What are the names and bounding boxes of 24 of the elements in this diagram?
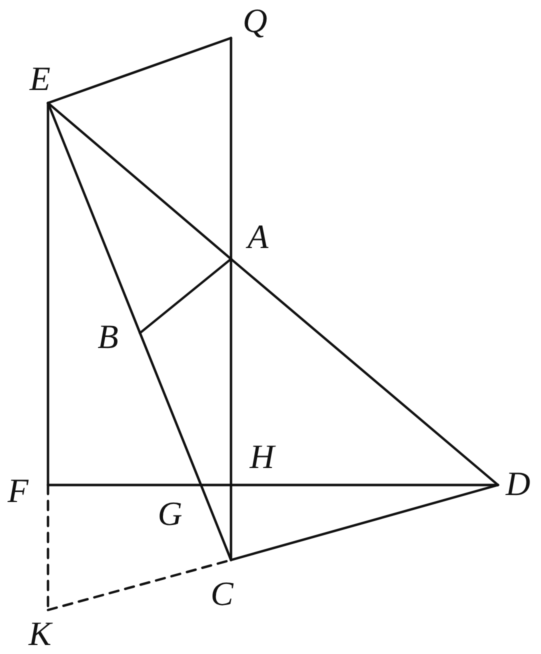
line-segment — [230, 36, 232, 260]
point-label: D — [505, 467, 531, 503]
line-segment — [200, 484, 232, 486]
point-label: F — [6, 474, 30, 510]
line-segment — [230, 484, 232, 562]
line-segment — [138, 332, 202, 486]
line-segment — [46, 36, 232, 104]
point-label: C — [210, 577, 234, 613]
line-segment — [230, 484, 500, 562]
line-segment — [138, 258, 232, 334]
point-label: Q — [242, 4, 268, 40]
line-segment — [46, 102, 50, 486]
line-segment — [230, 258, 232, 486]
line-segment — [46, 484, 202, 486]
line-segment — [46, 102, 232, 260]
point-label: H — [249, 440, 275, 476]
line-segment — [46, 102, 142, 334]
point-label: A — [245, 220, 270, 256]
point-label: G — [157, 497, 183, 533]
point-label: B — [96, 320, 120, 356]
line-segment — [200, 484, 232, 562]
point-label: E — [28, 62, 52, 98]
point-label: K — [27, 617, 53, 653]
line-segment — [230, 258, 500, 486]
